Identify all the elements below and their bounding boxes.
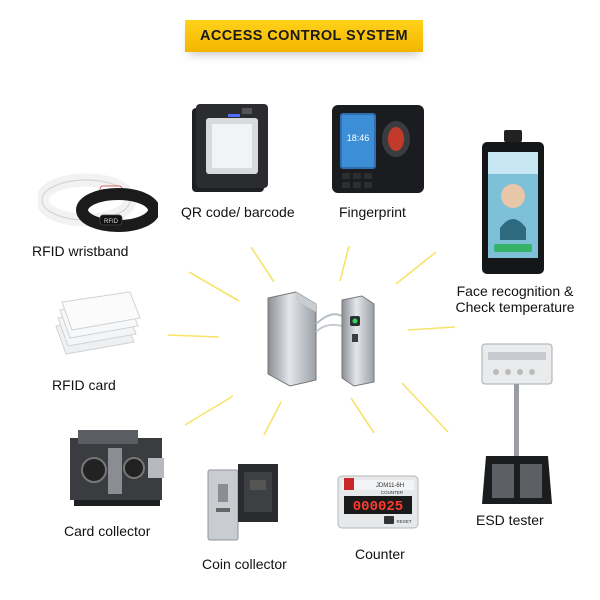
ray-coin xyxy=(263,401,282,436)
label-qr-code: QR code/ barcode xyxy=(181,204,295,220)
turnstile-gates-image xyxy=(267,291,375,387)
ray-esd-lower xyxy=(401,382,449,433)
coin-collector-image xyxy=(207,464,278,541)
label-face-line2: Check temperature xyxy=(455,299,575,315)
ray-face xyxy=(395,251,437,285)
counter-reading: 000025 xyxy=(353,499,403,515)
ray-wristband xyxy=(188,271,240,302)
esd-tester-image xyxy=(481,343,553,504)
fingerprint-reader-image: 18:46 xyxy=(332,105,424,193)
card-collector-image xyxy=(70,430,164,506)
label-esd-tester: ESD tester xyxy=(476,512,544,528)
ray-card xyxy=(167,334,220,338)
label-card-collector: Card collector xyxy=(64,523,151,539)
label-rfid-wristband: RFID wristband xyxy=(32,243,129,259)
ray-esd xyxy=(407,326,456,331)
fingerprint-time: 18:46 xyxy=(347,133,370,143)
label-counter: Counter xyxy=(355,546,405,562)
ray-cardcollector xyxy=(184,395,234,426)
qr-reader-image xyxy=(192,104,268,192)
label-coin-collector: Coin collector xyxy=(202,556,287,572)
label-fingerprint: Fingerprint xyxy=(339,204,406,220)
rfid-wristband-image: RFID xyxy=(38,173,158,232)
ray-qr xyxy=(250,246,275,283)
ray-counter xyxy=(350,397,375,434)
counter-reset-text: RESET xyxy=(396,519,411,524)
rfid-card-stack-image xyxy=(55,291,141,355)
ray-fingerprint xyxy=(339,245,350,282)
banner-title: ACCESS CONTROL SYSTEM xyxy=(200,28,408,44)
wristband-print: RFID xyxy=(104,219,119,225)
counter-device-image: JDM11-6H COUNTER 000025 RESET xyxy=(337,475,419,529)
label-face-recognition: Face recognition & Check temperature xyxy=(452,283,578,315)
label-face-line1: Face recognition & xyxy=(456,283,574,299)
counter-model: JDM11-6H xyxy=(376,483,404,489)
face-recognition-terminal-image xyxy=(482,130,544,274)
title-banner: ACCESS CONTROL SYSTEM xyxy=(185,20,423,52)
label-rfid-card: RFID card xyxy=(52,377,116,393)
counter-caption: COUNTER xyxy=(381,490,404,495)
